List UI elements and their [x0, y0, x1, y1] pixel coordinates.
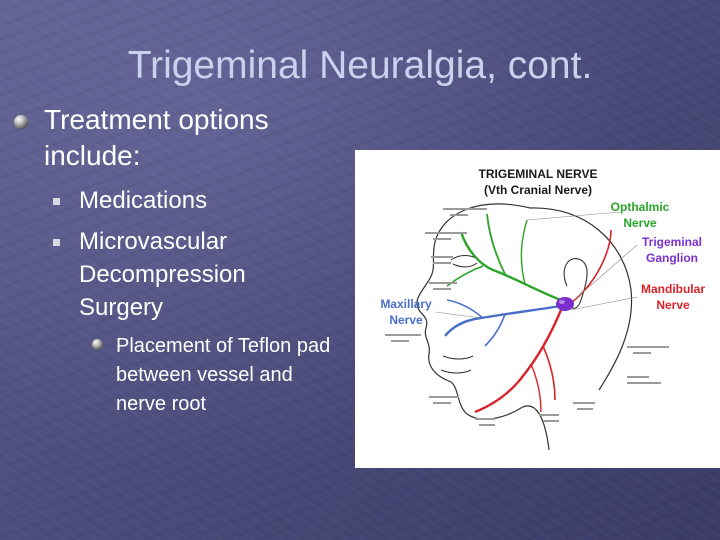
head-nerve-drawing: [385, 203, 669, 451]
label-mandibular-nerve: Mandibular Nerve: [640, 282, 705, 312]
label-trigeminal-ganglion: Trigeminal Ganglion: [641, 235, 703, 265]
bullet-treatment-options: Treatment options include:: [44, 104, 269, 171]
figure-title-line1: TRIGEMINAL NERVE: [478, 167, 598, 181]
square-bullet-icon: [53, 198, 60, 205]
sub-sub-bullet-teflon: Placement of Teflon pad between vessel a…: [116, 335, 331, 415]
square-bullet-icon: [53, 239, 60, 246]
sub-bullet-medications: Medications: [79, 187, 208, 214]
trigeminal-nerve-illustration: TRIGEMINAL NERVE (Vth Cranial Nerve) Opt…: [355, 150, 720, 468]
figure-title: TRIGEMINAL NERVE (Vth Cranial Nerve): [453, 166, 623, 198]
slide-title: Trigeminal Neuralgia, cont.: [127, 44, 593, 87]
figure-title-line2: (Vth Cranial Nerve): [483, 183, 593, 197]
label-opthalmic-nerve: Opthalmic Nerve: [610, 200, 670, 230]
sub-bullet-surgery: Microvascular Decompression Surgery: [79, 228, 246, 321]
sphere-bullet-icon: [92, 339, 103, 350]
sphere-bullet-icon: [14, 115, 28, 129]
label-maxillary-nerve: Maxillary Nerve: [380, 297, 432, 327]
